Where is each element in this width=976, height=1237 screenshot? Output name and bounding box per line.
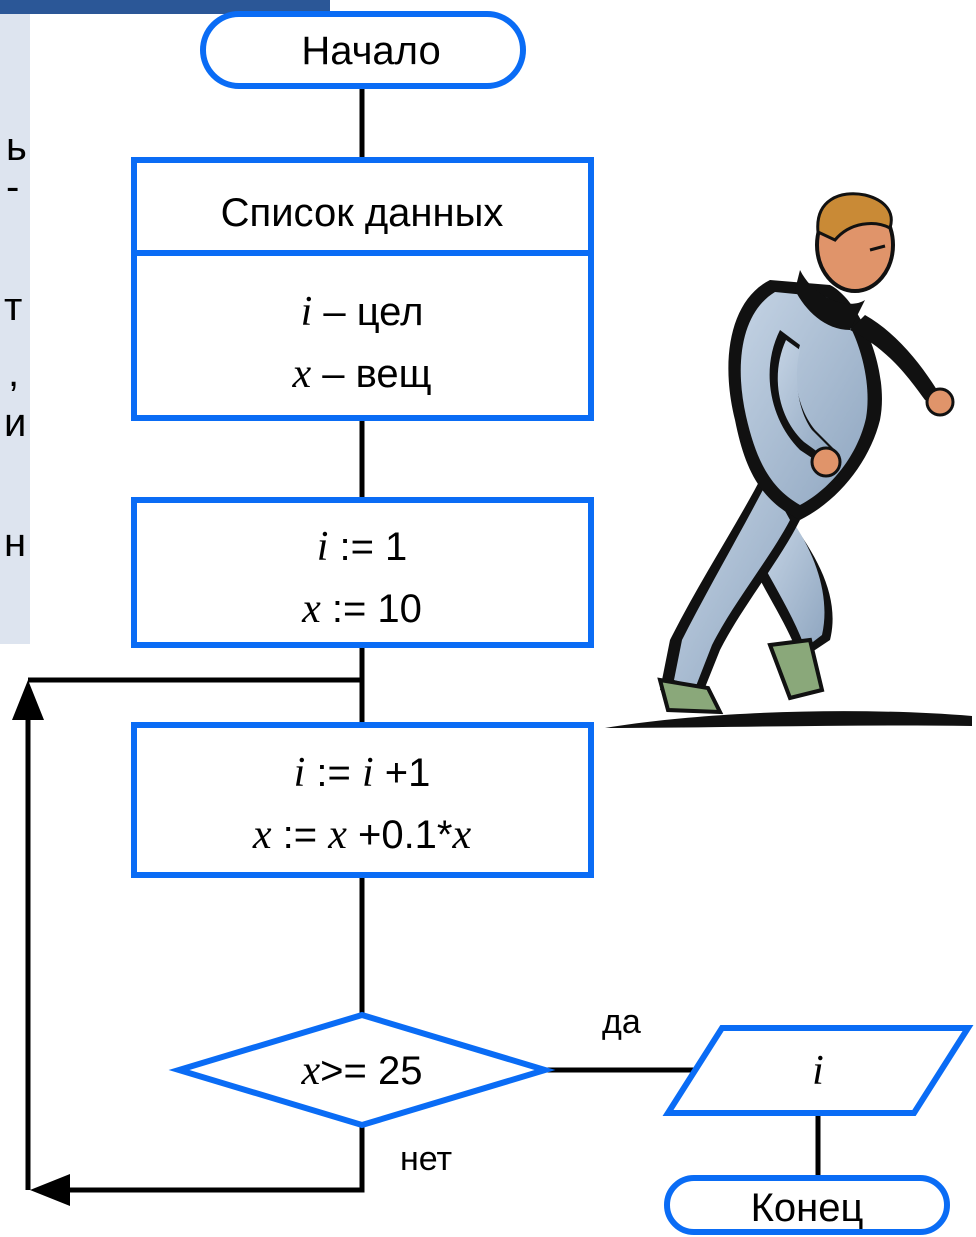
output-block: i [662,1025,974,1116]
init-shape [131,497,594,648]
var-name: i [317,524,329,570]
loop-body-shape [131,722,594,878]
collar [795,270,865,330]
end-label: Конец [751,1186,864,1230]
condition-decision: x>= 25 [168,1011,556,1129]
yes-label: да [602,1003,641,1041]
back-arm [850,315,945,410]
operand: +0.1* [347,813,453,857]
start-terminator: Начало [200,11,526,89]
start-label: Начало [301,29,440,73]
front-shoe [657,677,724,715]
init-x: x := 10 [301,586,422,632]
data-list-title: Список данных [221,191,504,235]
header-bar [0,0,330,14]
back-leg [765,525,825,648]
assignment: := 1 [328,525,407,569]
condition-label: x>= 25 [301,1048,423,1094]
var-name: x [291,351,311,397]
var-name: x [327,812,347,858]
side-panel-fragment: и [4,401,26,445]
loop-line-1: i := i +1 [294,750,431,796]
front-leg [674,480,790,686]
back-shoe [767,637,825,701]
loop-line-2: x := x +0.1*x [252,812,472,858]
var-name: x [252,812,272,858]
running-man-illustration [605,192,972,728]
declaration-i: i – цел [301,289,424,335]
operator: := [305,751,362,795]
side-panel-fragment: т [4,285,22,329]
back-hand [925,387,955,417]
no-label: нет [400,1140,452,1178]
output-label: i [812,1048,824,1094]
operator: := [271,813,328,857]
declaration-x: x – вещ [291,351,431,397]
condition-shape [168,1011,556,1129]
connectors [12,86,821,1206]
arrow-up-head [12,680,44,720]
assignment: := 10 [321,587,422,631]
init-block: i := 1 x := 10 [131,497,594,648]
eye [869,244,886,252]
arrow-left-head [30,1174,70,1206]
var-name: i [362,750,374,796]
start-shape [200,11,526,89]
hair [816,192,893,242]
var-type: – вещ [311,352,431,396]
loop-body-block: i := i +1 x := x +0.1*x [131,722,594,878]
side-panel-fragment: - [6,165,19,209]
var-name: i [301,289,313,335]
data-list-shape [131,157,594,421]
comparison: >= 25 [320,1049,422,1093]
operand: +1 [374,751,431,795]
var-name: x [301,1048,321,1094]
side-panel: ь - т , и н [0,14,30,644]
init-i: i := 1 [317,524,408,570]
end-terminator: Конец [664,1175,950,1235]
front-arm [777,340,832,458]
side-panel-fragment: ь [6,125,27,169]
front-hand [810,446,842,478]
no-branch-line [60,1125,365,1193]
side-panel-background [0,14,30,644]
var-name: i [294,750,306,796]
var-type: – цел [312,290,423,334]
data-list-block: Список данных i – цел x – вещ [131,157,594,421]
end-shape [664,1175,950,1235]
var-name: x [301,586,321,632]
ground-shadow [605,711,972,728]
output-shape [662,1025,974,1116]
side-panel-fragment: , [8,351,19,395]
side-panel-fragment: н [4,521,26,565]
var-name: x [452,812,472,858]
